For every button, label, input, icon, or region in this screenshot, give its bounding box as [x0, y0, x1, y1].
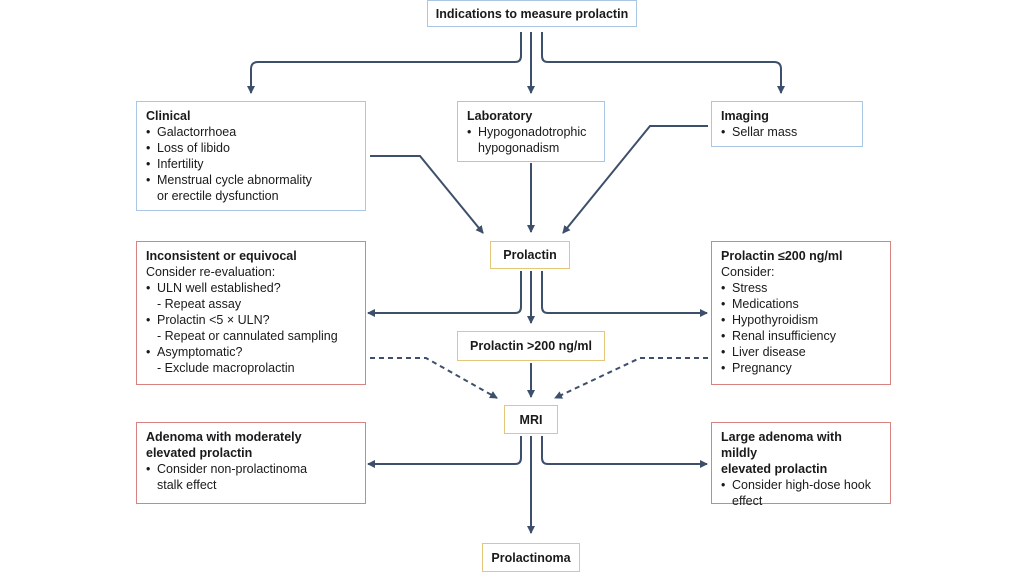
adenoma-moderate-item: Consider non-prolactinoma [146, 461, 356, 477]
dashed-arrow-low-to-mri [554, 357, 708, 399]
arrow-prolactin-to-low [541, 271, 708, 317]
arrow-mri-to-moderate [367, 436, 522, 468]
inconsistent-item: Asymptomatic? [146, 344, 356, 360]
mri-label: MRI [519, 412, 543, 427]
dashed-arrow-inconsistent-to-mri [370, 357, 498, 399]
arrow-clinical-to-prolactin [370, 155, 484, 234]
adenoma-moderate-item-continuation: stalk effect [157, 478, 217, 492]
low-prolactin-item: Liver disease [721, 344, 881, 360]
low-prolactin-box: Prolactin ≤200 ng/ml Consider: Stress Me… [711, 241, 891, 385]
inconsistent-item: Prolactin <5 × ULN? [146, 312, 356, 328]
low-prolactin-item: Hypothyroidism [721, 312, 881, 328]
adenoma-large-box: Large adenoma with mildly elevated prola… [711, 422, 891, 508]
laboratory-item-continuation: hypogonadism [478, 141, 560, 155]
inconsistent-intro: Consider re-evaluation: [146, 265, 276, 279]
imaging-box: Imaging Sellar mass [711, 101, 863, 147]
low-prolactin-item: Pregnancy [721, 360, 881, 376]
adenoma-large-title: elevated prolactin [721, 462, 828, 476]
indications-title: Indications to measure prolactin [435, 6, 629, 21]
inconsistent-title: Inconsistent or equivocal [146, 249, 297, 263]
prolactinoma-box: Prolactinoma [482, 543, 580, 572]
arrow-mri-to-large [541, 436, 708, 468]
arrow-imaging-to-prolactin [562, 125, 708, 234]
adenoma-large-title: Large adenoma with mildly [721, 430, 842, 460]
arrow-prolactin-to-inconsistent [367, 271, 522, 317]
low-prolactin-item: Renal insufficiency [721, 328, 881, 344]
prolactinoma-label: Prolactinoma [491, 550, 571, 565]
low-prolactin-item: Medications [721, 296, 881, 312]
arrow-top-to-imaging [541, 32, 785, 94]
inconsistent-subitem: - Exclude macroprolactin [157, 361, 295, 375]
clinical-box: Clinical Galactorrhoea Loss of libido In… [136, 101, 366, 211]
low-prolactin-title: Prolactin ≤200 ng/ml [721, 249, 843, 263]
laboratory-item: Hypogonadotrophic [467, 124, 595, 140]
clinical-item-continuation: or erectile dysfunction [157, 189, 279, 203]
inconsistent-subitem: - Repeat assay [157, 297, 242, 311]
low-prolactin-intro: Consider: [721, 265, 775, 279]
low-prolactin-item: Stress [721, 280, 881, 296]
adenoma-moderate-title: elevated prolactin [146, 446, 253, 460]
laboratory-box: Laboratory Hypogonadotrophic hypogonadis… [457, 101, 605, 162]
clinical-item: Infertility [146, 156, 356, 172]
imaging-title: Imaging [721, 109, 769, 123]
prolactin-box: Prolactin [490, 241, 570, 269]
clinical-item: Galactorrhoea [146, 124, 356, 140]
inconsistent-subitem: - Repeat or cannulated sampling [157, 329, 338, 343]
adenoma-moderate-title: Adenoma with moderately [146, 430, 302, 444]
clinical-item: Menstrual cycle abnormality [146, 172, 356, 188]
laboratory-title: Laboratory [467, 109, 533, 123]
arrow-top-to-clinical [247, 32, 522, 94]
high-prolactin-label: Prolactin >200 ng/ml [470, 339, 592, 353]
clinical-title: Clinical [146, 109, 191, 123]
high-prolactin-box: Prolactin >200 ng/ml [457, 331, 605, 361]
inconsistent-item: ULN well established? [146, 280, 356, 296]
adenoma-moderate-box: Adenoma with moderately elevated prolact… [136, 422, 366, 504]
adenoma-large-item-continuation: effect [732, 494, 763, 508]
indications-box: Indications to measure prolactin [427, 0, 637, 27]
prolactin-label: Prolactin [503, 248, 557, 262]
clinical-item: Loss of libido [146, 140, 356, 156]
mri-box: MRI [504, 405, 558, 434]
imaging-item: Sellar mass [721, 124, 853, 140]
inconsistent-box: Inconsistent or equivocal Consider re-ev… [136, 241, 366, 385]
adenoma-large-item: Consider high-dose hook [721, 477, 881, 493]
